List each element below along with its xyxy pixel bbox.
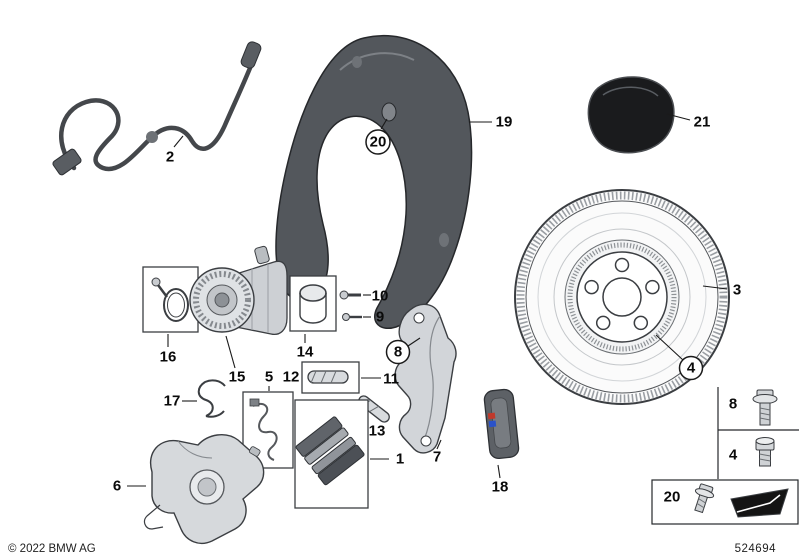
svg-text:20: 20 (370, 134, 387, 151)
callout-6[interactable]: 6 (113, 478, 121, 495)
diagram-number: 524694 (734, 543, 776, 555)
guide-bushing-drawing (289, 275, 337, 332)
callout-7[interactable]: 7 (433, 449, 441, 466)
callout-12[interactable]: 12 (283, 369, 300, 386)
callout-13[interactable]: 13 (369, 423, 386, 440)
gasket-wedge-icon (730, 488, 789, 518)
copyright-text: © 2022 BMW AG (8, 543, 96, 555)
adhesive-pad-drawing (587, 76, 675, 154)
callout-19[interactable]: 19 (496, 114, 513, 131)
brake-pads-drawing (294, 399, 369, 509)
callout-21[interactable]: 21 (694, 114, 711, 131)
callout-1[interactable]: 1 (396, 451, 404, 468)
callout-10[interactable]: 10 (372, 288, 389, 305)
callout-16[interactable]: 16 (160, 349, 177, 366)
flange-bolt-icon (752, 389, 778, 426)
callout-3[interactable]: 3 (733, 282, 741, 299)
wear-indicator-drawing (483, 388, 520, 460)
callout-2[interactable]: 2 (166, 149, 174, 166)
callouts: 2 19 21 10 9 3 16 15 5 12 14 11 17 13 1 … (113, 114, 741, 506)
callout-18[interactable]: 18 (492, 479, 509, 496)
callout-15[interactable]: 15 (229, 369, 246, 386)
brake-disc-drawing (514, 189, 730, 405)
callout-4[interactable]: 4 (678, 355, 704, 381)
sidebar-dividers (717, 387, 799, 479)
callout-8[interactable]: 8 (385, 339, 411, 365)
callout-9[interactable]: 9 (376, 309, 384, 326)
dust-shield-drawing (275, 34, 473, 329)
screw-icon (694, 483, 715, 514)
leader-lines (127, 113, 728, 487)
brake-caliper-drawing (143, 434, 265, 545)
svg-text:8: 8 (394, 344, 402, 361)
cap-screw-icon (339, 290, 361, 300)
callout-20[interactable]: 20 (365, 129, 391, 155)
bleeder-screw-icon (342, 313, 362, 321)
callout-17[interactable]: 17 (164, 393, 181, 410)
wear-sensor-drawing (52, 41, 262, 176)
repair-kit-drawing (142, 266, 199, 333)
svg-text:4: 4 (687, 360, 696, 377)
callout-11[interactable]: 11 (383, 371, 399, 388)
callout-14[interactable]: 14 (297, 344, 314, 361)
callout-side-8[interactable]: 8 (729, 396, 737, 413)
guide-pin-drawing (301, 361, 360, 394)
caliper-carrier-drawing (394, 303, 457, 454)
caliper-actuator-drawing (189, 245, 288, 336)
part-20-box (651, 479, 799, 525)
callout-side-20[interactable]: 20 (664, 489, 681, 506)
callout-side-4[interactable]: 4 (729, 447, 738, 464)
callout-5[interactable]: 5 (265, 369, 273, 386)
hex-plug-icon (755, 437, 775, 467)
spring-clip-drawing (197, 379, 226, 418)
